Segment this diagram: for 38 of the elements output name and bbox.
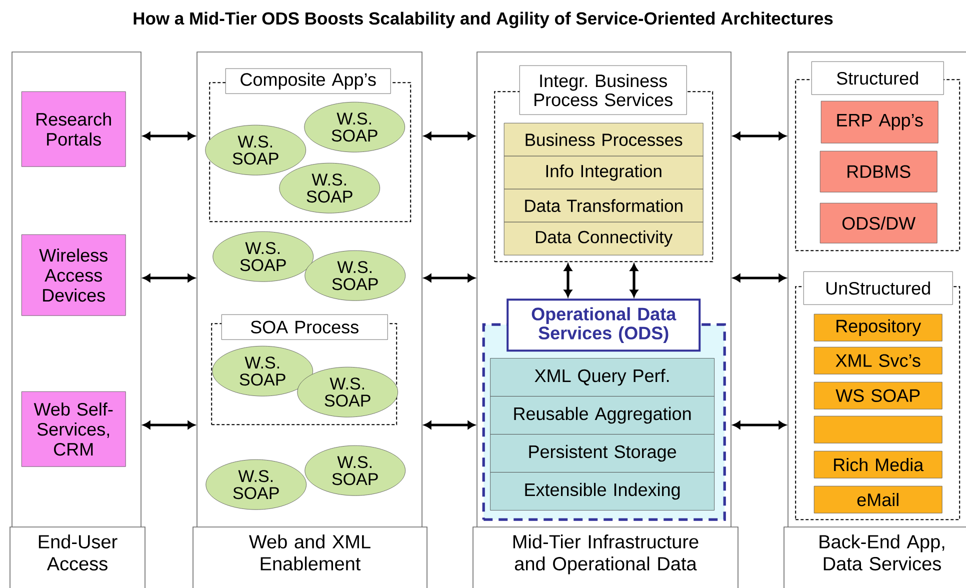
layer-row: Data Transformation	[504, 188, 704, 222]
data-box: WS SOAP	[814, 382, 942, 410]
title: How a Mid-Tier ODS Boosts Scalability and Agility of Service-Oriented Architectures	[134, 12, 833, 28]
data-box: Repository	[814, 314, 942, 342]
arrow	[630, 264, 638, 297]
layer-row: XML Query Perf.	[490, 358, 714, 396]
column-label: Back-End App, Data Services	[820, 534, 944, 570]
layer-row: Extensible Indexing	[490, 472, 714, 510]
layer-row: Info Integration	[504, 156, 704, 190]
node-label: Integr. Business	[540, 74, 667, 91]
access-box: Wireless Access Devices	[21, 234, 126, 316]
column-label: End-User Access	[38, 534, 118, 570]
data-box: eMail	[814, 486, 942, 514]
access-box: Research Portals	[21, 91, 126, 167]
arrow	[733, 132, 786, 140]
layer-row: Data Connectivity	[504, 222, 704, 256]
arrow	[564, 264, 572, 297]
data-box: ERP App’s	[820, 100, 938, 144]
arrow	[143, 421, 195, 429]
data-box: Rich Media	[814, 450, 942, 478]
arrow	[733, 421, 786, 429]
column-label: Mid-Tier Infrastructure and Operational Data	[513, 534, 698, 574]
arrow	[143, 132, 195, 140]
arrow	[424, 421, 475, 429]
data-box: ODS/DW	[820, 202, 938, 244]
access-box: Web Self-Services, CRM	[21, 391, 126, 467]
arrow	[424, 274, 475, 282]
arrow	[424, 132, 475, 140]
data-box: RDBMS	[820, 150, 938, 192]
column-label: Web and XML Enablement	[249, 534, 370, 570]
node-label: Operational Data	[532, 307, 676, 324]
layer-row: Reusable Aggregation	[490, 396, 714, 434]
arrow	[143, 274, 195, 282]
data-box	[814, 416, 942, 444]
layer-row: Business Processes	[504, 122, 704, 156]
arrow	[733, 274, 786, 282]
layer-row: Persistent Storage	[490, 434, 714, 472]
data-box: XML Svc’s	[814, 346, 942, 374]
